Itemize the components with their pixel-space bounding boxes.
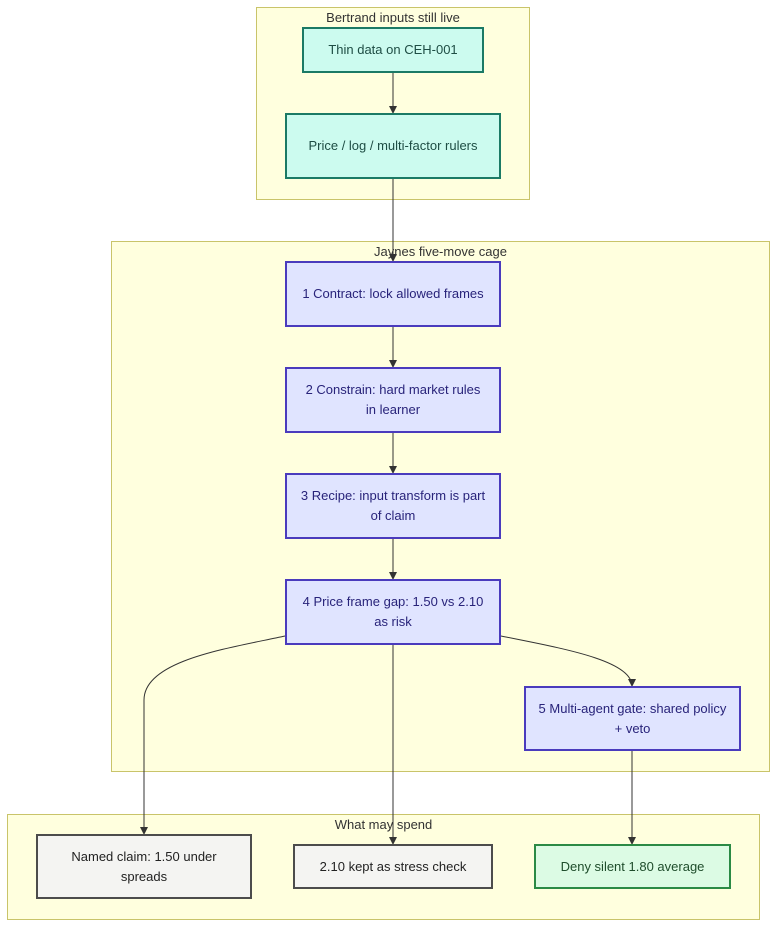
- node-recipe: 3 Recipe: input transform is part of cla…: [285, 473, 501, 539]
- edge-price-gap-to-named-claim: [140, 635, 286, 835]
- node-rulers: Price / log / multi-factor rulers: [285, 113, 501, 179]
- node-deny-silent-average: Deny silent 1.80 average: [534, 844, 731, 889]
- node-stress-check: 2.10 kept as stress check: [293, 844, 493, 889]
- node-multi-agent-gate: 5 Multi-agent gate: shared policy + veto: [524, 686, 741, 751]
- node-thin-data: Thin data on CEH-001: [302, 27, 484, 73]
- cluster-jaynes-cage: Jaynes five-move cage: [111, 241, 770, 772]
- node-constrain: 2 Constrain: hard market rules in learne…: [285, 367, 501, 433]
- edge-price-gap-to-multi-agent: [500, 635, 636, 687]
- node-price-frame-gap: 4 Price frame gap: 1.50 vs 2.10 as risk: [285, 579, 501, 645]
- node-named-claim: Named claim: 1.50 under spreads: [36, 834, 252, 899]
- node-contract: 1 Contract: lock allowed frames: [285, 261, 501, 327]
- cluster-title: What may spend: [334, 817, 433, 832]
- cluster-title: Bertrand inputs still live: [326, 10, 460, 25]
- cluster-title: Jaynes five-move cage: [374, 244, 507, 259]
